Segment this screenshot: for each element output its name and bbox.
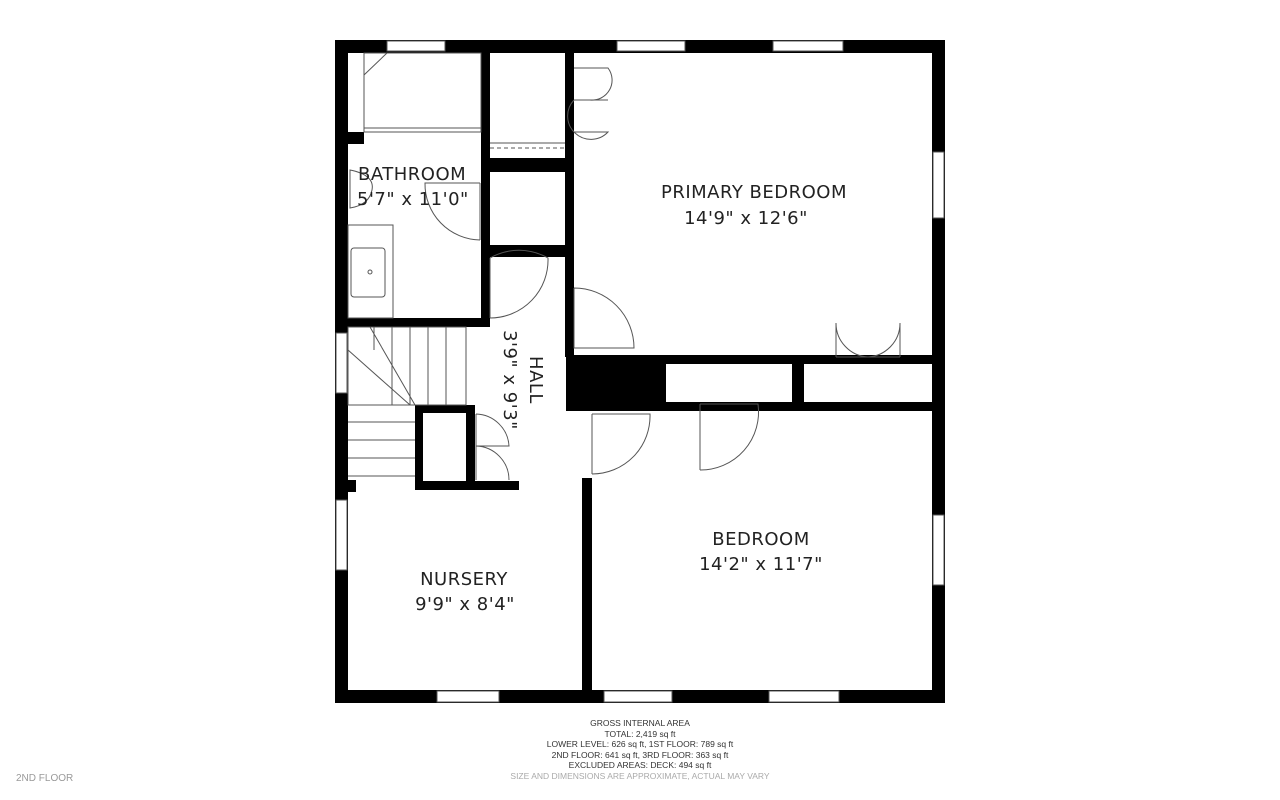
staircase: [347, 326, 467, 477]
interior-walls: [340, 52, 938, 698]
area-disclaimer: SIZE AND DIMENSIONS ARE APPROXIMATE, ACT…: [510, 770, 770, 781]
area-total: TOTAL: 2,419 sq ft: [604, 728, 676, 739]
room-dims-hall: 3'9" x 9'3": [499, 330, 520, 430]
floor-name: 2ND FLOOR: [16, 773, 74, 784]
windows: [335, 40, 945, 703]
room-name-bedroom: BEDROOM: [712, 529, 809, 550]
fixtures: [347, 52, 901, 481]
room-dims-primary-bedroom: 14'9" x 12'6": [684, 208, 808, 229]
room-dims-nursery: 9'9" x 8'4": [415, 594, 515, 615]
room-name-nursery: NURSERY: [420, 569, 508, 590]
area-summary: GROSS INTERNAL AREA TOTAL: 2,419 sq ft L…: [440, 718, 840, 781]
room-dims-bathroom: 5'7" x 11'0": [357, 189, 469, 210]
area-line-1: LOWER LEVEL: 626 sq ft, 1ST FLOOR: 789 s…: [546, 739, 734, 749]
room-name-bathroom: BATHROOM: [358, 164, 466, 185]
room-name-hall: HALL: [525, 356, 546, 404]
room-dims-bedroom: 14'2" x 11'7": [699, 554, 823, 575]
area-heading: GROSS INTERNAL AREA: [590, 718, 690, 728]
area-excluded: EXCLUDED AREAS: DECK: 494 sq ft: [568, 760, 712, 770]
room-name-primary-bedroom: PRIMARY BEDROOM: [661, 182, 847, 203]
area-line-2: 2ND FLOOR: 641 sq ft, 3RD FLOOR: 363 sq …: [551, 749, 729, 760]
